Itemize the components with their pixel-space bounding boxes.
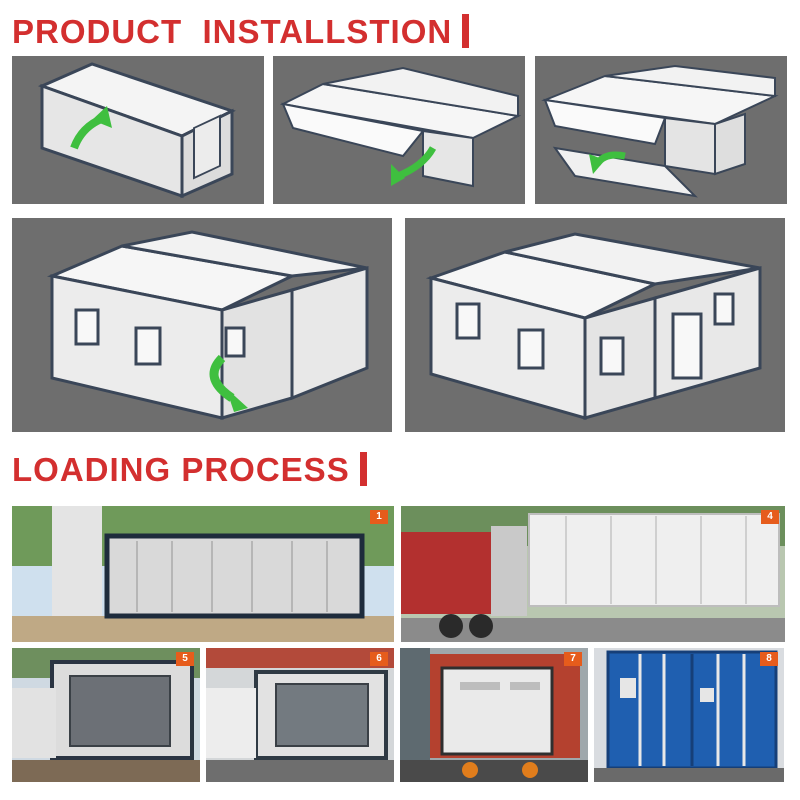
container-front-view-icon bbox=[12, 648, 200, 782]
loading-photo-5: 7 bbox=[400, 648, 588, 782]
folded-container-icon bbox=[37, 62, 236, 199]
loading-photo-1: 1 bbox=[12, 506, 394, 642]
wall-unfolding-icon bbox=[46, 230, 369, 420]
loading-photo-2: 4 bbox=[401, 506, 785, 642]
floor-unfolding-icon bbox=[541, 64, 779, 198]
installation-title: PRODUCT INSTALLSTION bbox=[12, 12, 453, 50]
truck-loading-container-icon bbox=[401, 506, 785, 642]
loading-photo-4: 6 bbox=[206, 648, 394, 782]
step-badge: 6 bbox=[370, 652, 388, 666]
installation-heading: PRODUCT INSTALLSTION bbox=[12, 12, 470, 50]
step-badge: 7 bbox=[564, 652, 582, 666]
crane-lifting-container-icon bbox=[12, 506, 394, 642]
step-badge: 5 bbox=[176, 652, 194, 666]
install-step-2 bbox=[273, 56, 525, 204]
loading-heading: LOADING PROCESS bbox=[12, 452, 367, 486]
roof-unfolding-icon bbox=[279, 66, 522, 188]
install-step-4 bbox=[12, 218, 392, 432]
install-step-1 bbox=[12, 56, 264, 204]
heading-accent-bar bbox=[359, 452, 367, 486]
step-badge: 8 bbox=[760, 652, 778, 666]
install-step-3 bbox=[535, 56, 787, 204]
container-on-truck-icon bbox=[206, 648, 394, 782]
step-badge: 1 bbox=[370, 510, 388, 524]
heading-accent-bar bbox=[462, 14, 470, 48]
loading-photo-6: 8 bbox=[594, 648, 784, 782]
install-step-5 bbox=[405, 218, 785, 432]
loading-title: LOADING PROCESS bbox=[12, 450, 350, 488]
loading-photo-3: 5 bbox=[12, 648, 200, 782]
step-badge: 4 bbox=[761, 510, 779, 524]
container-inside-shipping-box-icon bbox=[400, 648, 588, 782]
expanded-house-icon bbox=[425, 232, 762, 420]
blue-shipping-container-doors-icon bbox=[594, 648, 784, 782]
